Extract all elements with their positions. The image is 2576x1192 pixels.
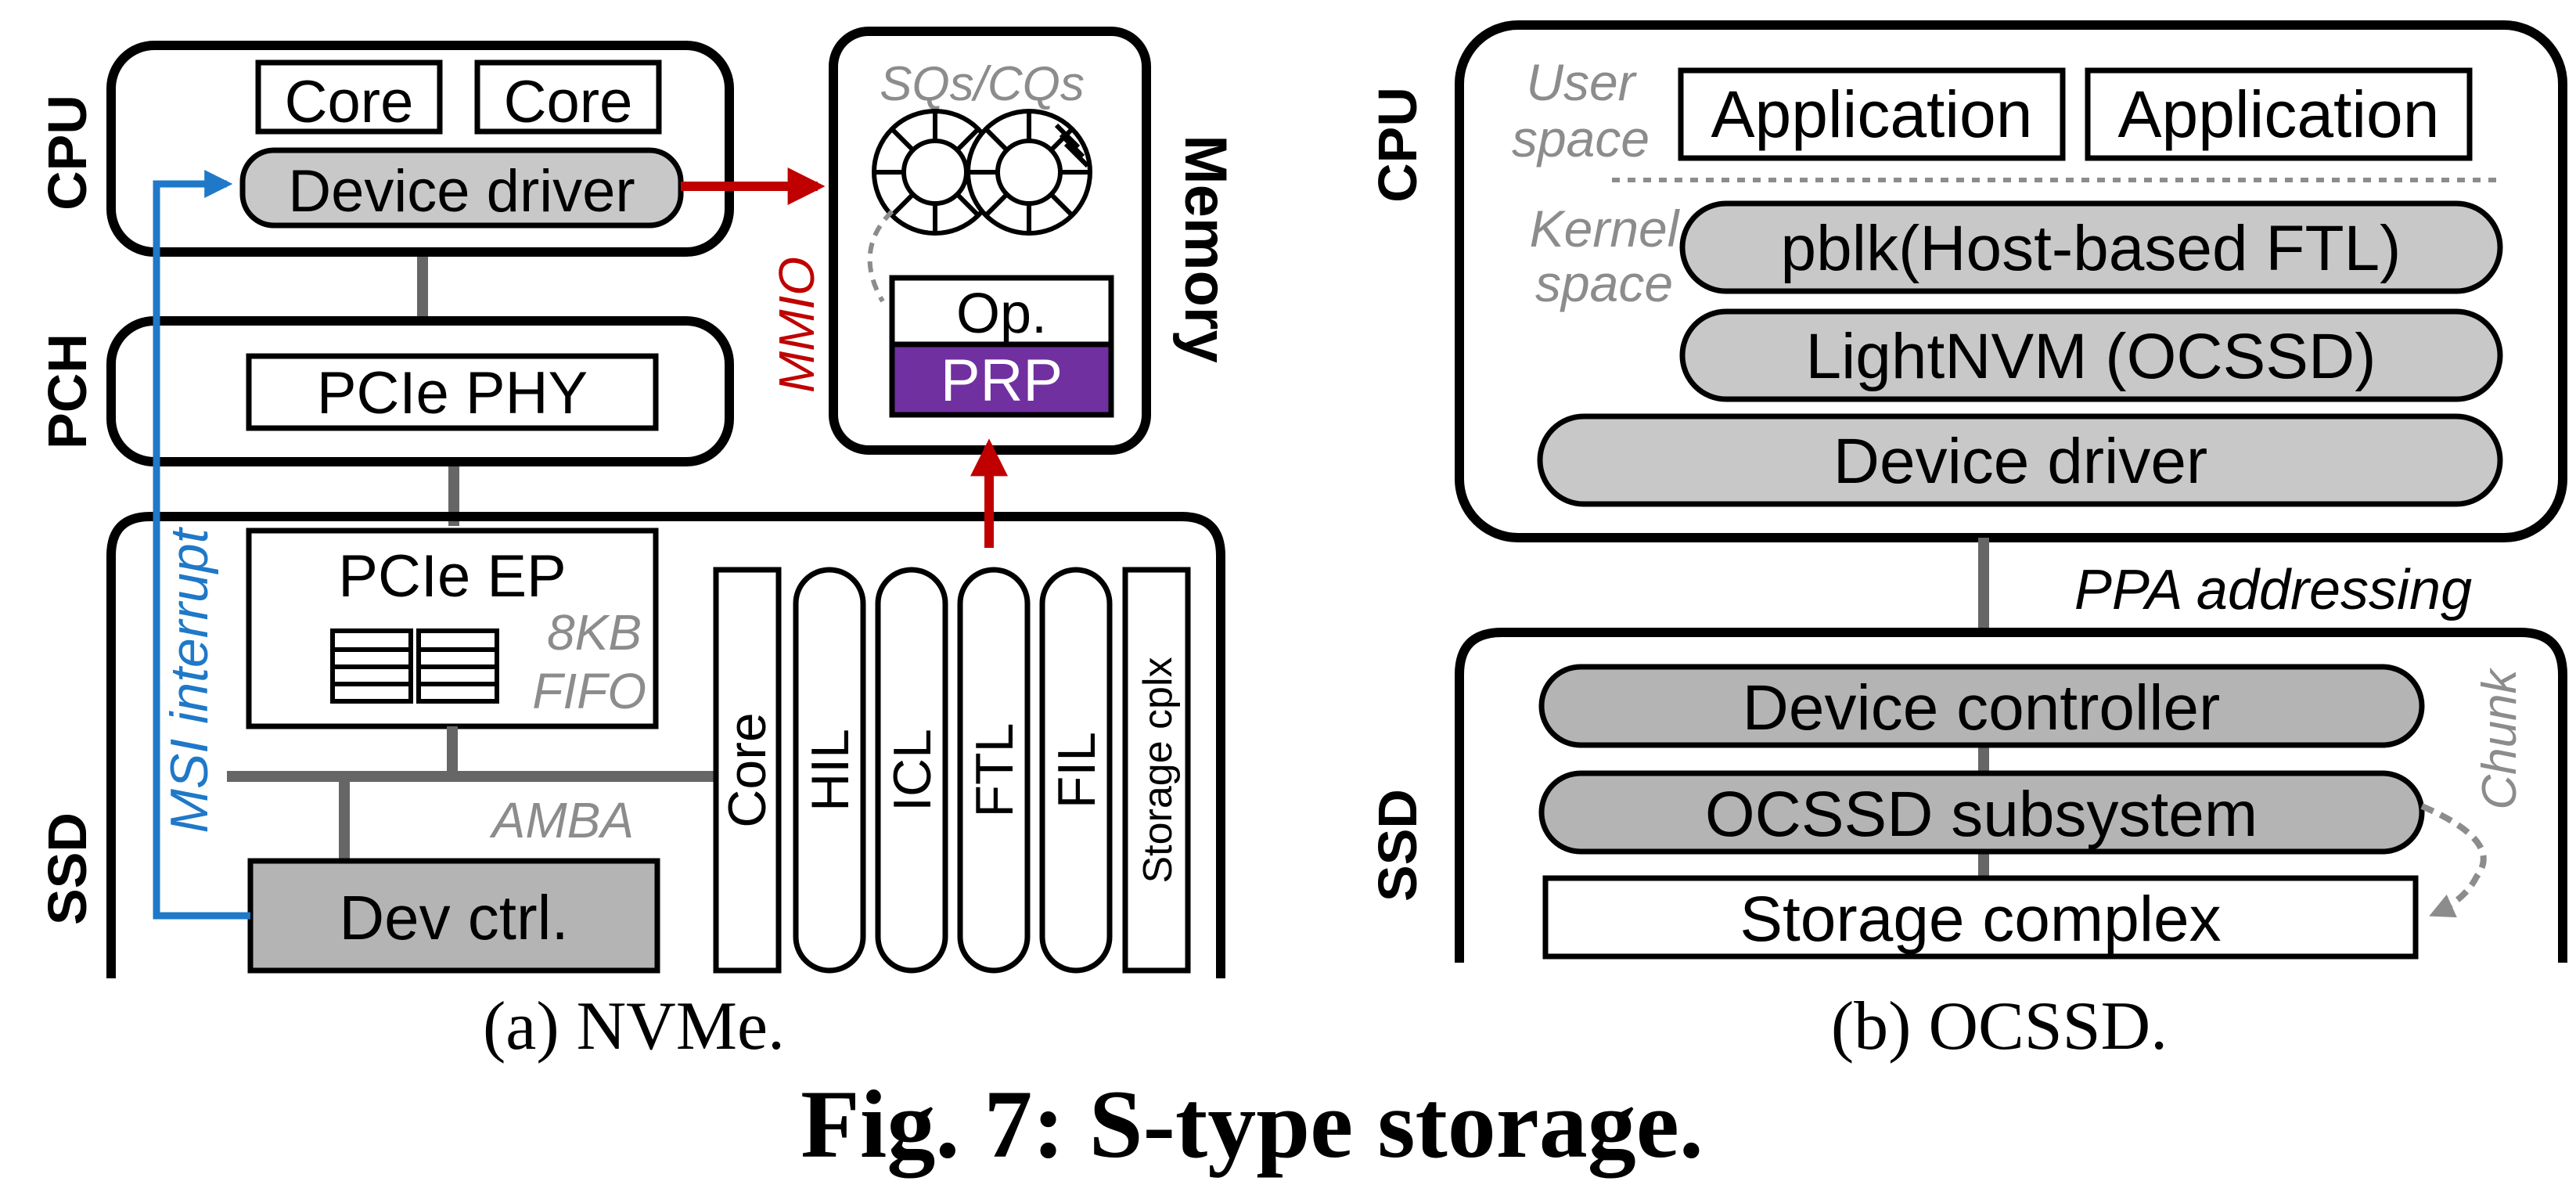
submission-queue-ring-icon	[872, 109, 998, 236]
device-controller-label: Device controller	[1743, 672, 2221, 744]
kernel-space-label-2: space	[1535, 254, 1673, 312]
msi-interrupt-arrow	[153, 170, 250, 920]
pch-side-label: PCH	[37, 333, 98, 449]
amba-label: AMBA	[489, 792, 634, 848]
user-space-label-1: User	[1526, 53, 1637, 111]
completion-queue-ring-icon	[966, 109, 1092, 236]
application-label-1: Application	[1711, 77, 2033, 151]
fifo-buffer-icon	[330, 628, 499, 704]
kernel-space-label-1: Kernel	[1530, 200, 1681, 257]
fw-fil-box	[1039, 567, 1113, 974]
figure-caption: Fig. 7: S-type storage.	[801, 1071, 1704, 1179]
storage-complex-label: Storage complex	[1740, 884, 2221, 955]
sqs-cqs-label: SQs/CQs	[880, 57, 1085, 111]
pcie-ep-label: PCIe EP	[338, 543, 566, 610]
pblk-label: pblk(Host-based FTL)	[1781, 213, 2402, 284]
user-space-label-2: space	[1512, 110, 1650, 167]
dev-ctrl-label: Dev ctrl.	[339, 883, 568, 953]
memory-label: Memory	[1172, 135, 1239, 362]
pcie-phy-label: PCIe PHY	[317, 360, 588, 427]
queue-dashed-link	[867, 209, 894, 303]
pcie-phy-box	[246, 353, 659, 431]
core-label-2: Core	[504, 69, 633, 135]
core-box-2	[474, 59, 662, 135]
application-label-2: Application	[2118, 77, 2440, 151]
cpu-side-label-b: CPU	[1367, 87, 1428, 203]
dev-ctrl-box	[247, 858, 660, 974]
lightnvm-box	[1679, 308, 2503, 402]
fw-hil-box	[793, 567, 866, 974]
mmio-label: MMIO	[768, 257, 825, 393]
device-controller-box	[1538, 664, 2425, 748]
ssd-enclosure	[106, 512, 1225, 978]
storage-complex-box	[1542, 875, 2419, 960]
application-box-1	[1678, 67, 2066, 161]
op-box	[889, 275, 1114, 348]
fw-hil-label: HIL	[801, 729, 860, 812]
chunk-label: Chunk	[2473, 667, 2527, 809]
fw-storage-cplx-box	[1122, 567, 1191, 974]
cpu-side-label: CPU	[37, 95, 98, 211]
fw-icl-label: ICL	[883, 729, 942, 812]
fw-storage-cplx-label: Storage cplx	[1135, 657, 1181, 883]
lightnvm-label: LightNVM (OCSSD)	[1805, 321, 2376, 392]
ocssd-subsystem-box	[1538, 770, 2425, 855]
ocssd-enclosure	[1455, 628, 2567, 963]
device-driver-label: Device driver	[288, 158, 635, 225]
host-device-driver-label: Device driver	[1833, 426, 2207, 497]
host-device-driver-box	[1537, 413, 2503, 507]
caption-b: (b) OCSSD.	[1831, 989, 2168, 1064]
prp-label: PRP	[941, 348, 1063, 414]
fifo-size-label: 8KB	[547, 604, 642, 661]
fw-core-label: Core	[718, 712, 777, 827]
caption-a: (a) NVMe.	[483, 989, 785, 1064]
fifo-label: FIFO	[532, 663, 646, 719]
panel-b-ocssd: CPU SSD User space Application Applicati…	[1367, 20, 2567, 1064]
core-box-1	[255, 59, 443, 135]
op-label: Op.	[956, 283, 1047, 345]
pblk-box	[1679, 200, 2503, 294]
fw-core-box	[713, 567, 782, 974]
ppa-addressing-label: PPA addressing	[2074, 559, 2472, 621]
application-box-2	[2085, 67, 2473, 161]
chunk-dashed-arrow	[2420, 803, 2487, 918]
prp-box	[889, 341, 1114, 418]
msi-interrupt-label: MSI interrupt	[160, 526, 219, 833]
fw-icl-box	[875, 567, 948, 974]
ssd-side-label: SSD	[37, 812, 98, 925]
fw-ftl-label: FTL	[965, 723, 1024, 818]
fw-ftl-box	[957, 567, 1031, 974]
ocssd-subsystem-label: OCSSD subsystem	[1705, 779, 2258, 850]
firmware-stack: Core HIL ICL FTL FIL Storage cplx	[713, 567, 1191, 974]
ssd-side-label-b: SSD	[1367, 789, 1428, 902]
panel-a-nvme: CPU PCH SSD Core Core Device driver PCIe…	[37, 27, 1239, 1064]
fw-fil-label: FIL	[1047, 732, 1106, 808]
core-label-1: Core	[285, 69, 414, 135]
